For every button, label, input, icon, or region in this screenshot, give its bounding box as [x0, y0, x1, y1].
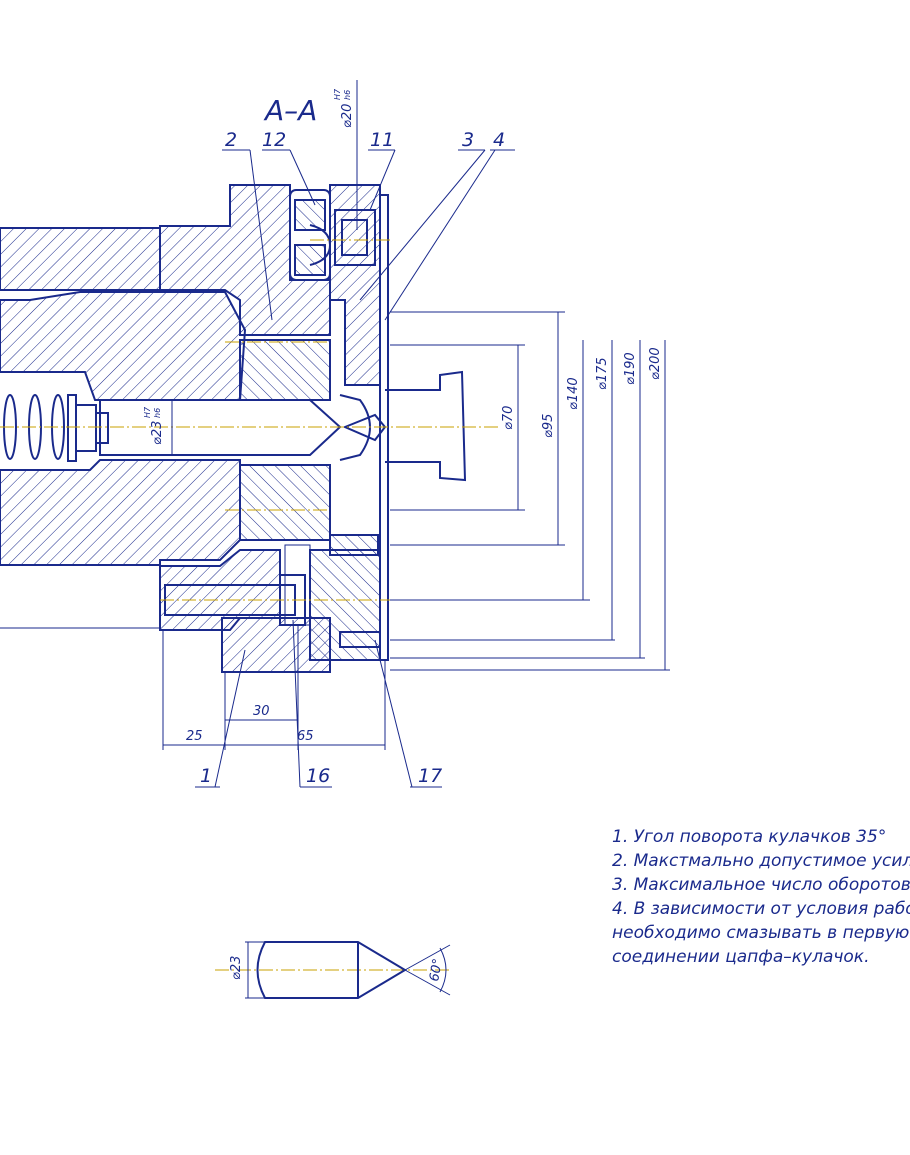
dim-d190: ⌀190: [623, 352, 638, 385]
dim-d200: ⌀200: [648, 347, 663, 380]
pin-detail: [245, 941, 451, 999]
part-label-11: 11: [370, 129, 394, 151]
part-label-3: 3: [462, 129, 474, 151]
dim-d20-fit-bottom: h6: [343, 90, 352, 100]
plunger: [99, 370, 467, 482]
part-12-nut: [289, 189, 376, 281]
dim-d20-fit-top: H7: [333, 88, 342, 100]
part-label-16: 16: [306, 765, 330, 787]
pin-angle: 60°: [427, 957, 446, 982]
dim-30: 30: [253, 704, 270, 719]
dim-d20: ⌀20: [340, 104, 355, 128]
part-label-2: 2: [225, 129, 237, 151]
note-line-4: 4. В зависимости от условия рабо: [612, 899, 910, 919]
pin-dim-d23: ⌀23: [229, 956, 244, 980]
part-17-screw: [339, 631, 381, 648]
leader-lines: [195, 149, 515, 788]
diameter-dimensions: [390, 311, 670, 671]
spring: [3, 394, 109, 462]
dim-25: 25: [186, 729, 203, 744]
note-line-6: соединении цапфа–кулачок.: [612, 947, 869, 967]
section-label: А–А: [263, 94, 317, 127]
note-line-1: 1. Угол поворота кулачков 35°: [612, 827, 886, 847]
dim-d70: ⌀70: [501, 406, 516, 430]
dim-d23-fit-top: H7: [143, 406, 152, 418]
linear-dimensions: [162, 625, 386, 750]
outline-lines: [0, 227, 161, 630]
part-label-4: 4: [493, 129, 505, 151]
technical-notes: 1. Угол поворота кулачков 35° 2. Макстма…: [612, 827, 910, 967]
axis-lines: [0, 239, 500, 971]
part-label-12: 12: [262, 129, 286, 151]
dim-d23-fit-bottom: h6: [153, 408, 162, 418]
dim-65: 65: [297, 729, 314, 744]
part-label-1: 1: [200, 765, 212, 787]
dim-d140: ⌀140: [566, 377, 581, 410]
note-line-2: 2. Макстмально допустимое усили: [612, 851, 910, 871]
part-label-17: 17: [418, 765, 442, 787]
dim-d95: ⌀95: [541, 414, 556, 438]
note-line-5: необходимо смазывать в первую о: [612, 923, 910, 943]
dim-d175: ⌀175: [595, 357, 610, 390]
note-line-3: 3. Максимальное число оборотов 4: [612, 875, 910, 895]
dim-d23: ⌀23: [150, 421, 165, 445]
